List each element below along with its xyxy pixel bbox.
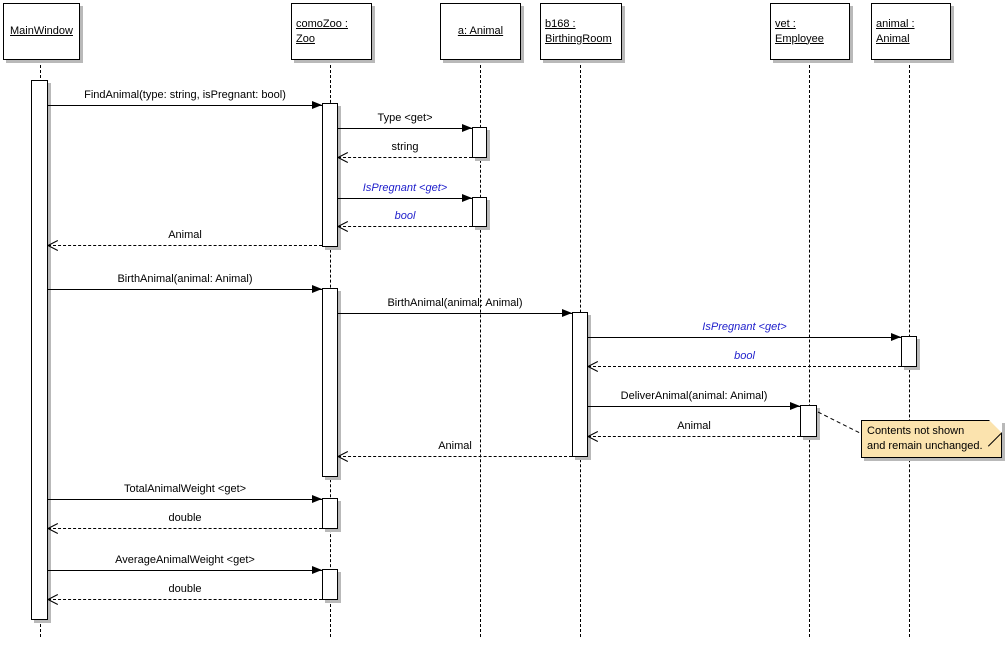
filled-arrowhead-icon (312, 495, 322, 503)
message-line (48, 599, 322, 600)
activation-bar-comozoo-3 (322, 498, 338, 529)
filled-arrowhead-icon (312, 101, 322, 109)
activation-bar-a-animal-1 (472, 127, 487, 158)
activation-bar-b168 (572, 312, 588, 457)
filled-arrowhead-icon (891, 333, 901, 341)
filled-arrowhead-icon (312, 566, 322, 574)
activation-bar-a-animal-2 (472, 197, 487, 227)
note-fold-icon (989, 420, 1002, 433)
activation-bar-animal (901, 336, 917, 367)
lifeline-label: b168 : (545, 17, 576, 30)
lifeline-label: a: Animal (457, 25, 504, 37)
message-line (48, 499, 322, 500)
lifeline-label: Employee (775, 32, 824, 45)
lifeline-label: Animal (876, 32, 910, 45)
message-line (338, 313, 572, 314)
lifeline-label: comoZoo : (296, 17, 348, 30)
message-label: IsPregnant <get> (362, 182, 448, 194)
message-line (338, 226, 472, 227)
lifeline-a-animal (480, 60, 481, 637)
filled-arrowhead-icon (562, 309, 572, 317)
message-label: bool (734, 350, 755, 362)
message-line (588, 366, 901, 367)
message-line (588, 337, 901, 338)
message-label: bool (394, 210, 416, 222)
lifeline-label: vet : (775, 17, 796, 30)
message-line (48, 289, 322, 290)
lifeline-head-a-animal: a: Animal (440, 3, 521, 60)
message-label: BirthAnimal(animal: Animal) (117, 273, 253, 285)
lifeline-head-b168: b168 : BirthingRoom (540, 3, 622, 60)
lifeline-label: animal : (876, 17, 915, 30)
filled-arrowhead-icon (790, 402, 800, 410)
lifeline-label: MainWindow (10, 25, 73, 37)
message-line (48, 105, 322, 106)
activation-bar-comozoo-1 (322, 103, 338, 247)
lifeline-label: Zoo (296, 32, 315, 45)
message-label: DeliverAnimal(animal: Animal) (620, 390, 768, 402)
message-line (338, 157, 472, 158)
activation-bar-mainwindow (31, 80, 48, 620)
message-label: double (168, 512, 202, 524)
note-text-line1: Contents not shown (867, 425, 965, 437)
filled-arrowhead-icon (312, 285, 322, 293)
lifeline-head-vet: vet : Employee (770, 3, 850, 60)
message-line (48, 245, 322, 246)
message-label: Animal (677, 420, 711, 432)
lifeline-head-mainwindow: MainWindow (3, 3, 80, 60)
message-label: Animal (168, 229, 202, 241)
filled-arrowhead-icon (462, 194, 472, 202)
message-line (48, 528, 322, 529)
activation-bar-comozoo-2 (322, 288, 338, 477)
lifeline-label: BirthingRoom (545, 32, 612, 45)
activation-bar-comozoo-4 (322, 569, 338, 600)
activation-bar-vet (800, 405, 817, 437)
message-label: BirthAnimal(animal: Animal) (387, 297, 523, 309)
message-line (338, 456, 572, 457)
message-label: FindAnimal(type: string, isPregnant: boo… (84, 89, 286, 101)
message-line (48, 570, 322, 571)
message-line (588, 436, 800, 437)
note-text-line2: and remain unchanged. (867, 440, 983, 452)
message-label: TotalAnimalWeight <get> (123, 483, 247, 495)
message-label: string (391, 141, 419, 153)
lifeline-head-animal: animal : Animal (871, 3, 951, 60)
message-label: Animal (438, 440, 472, 452)
note-connector (817, 411, 863, 435)
message-line (338, 128, 472, 129)
message-label: IsPregnant <get> (702, 321, 787, 333)
filled-arrowhead-icon (462, 124, 472, 132)
note: Contents not shown and remain unchanged. (861, 420, 1002, 458)
message-label: double (168, 583, 202, 595)
message-line (338, 198, 472, 199)
message-line (588, 406, 800, 407)
message-label: AverageAnimalWeight <get> (115, 554, 255, 566)
lifeline-head-comozoo: comoZoo : Zoo (291, 3, 372, 60)
lifeline-vet (809, 60, 810, 637)
message-label: Type <get> (377, 112, 433, 124)
